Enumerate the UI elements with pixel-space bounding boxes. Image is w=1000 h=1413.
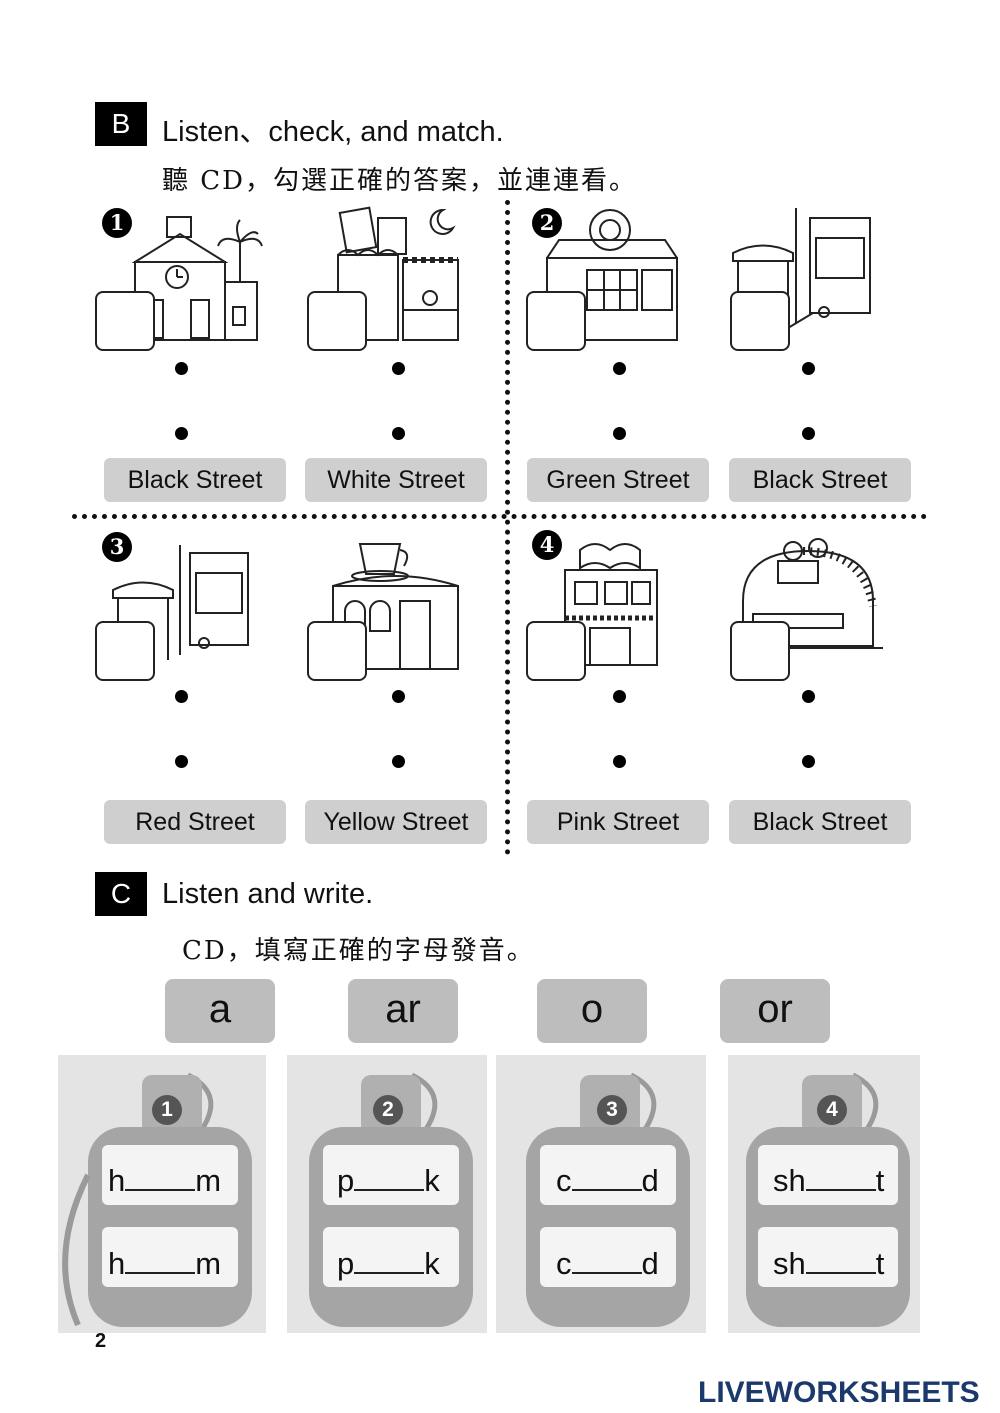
word-start: c — [556, 1246, 572, 1281]
group-2-option-2-bottom-dot[interactable] — [802, 427, 815, 440]
bottle-4-number: 4 — [817, 1095, 847, 1125]
cafe-picture — [332, 543, 459, 670]
section-b-title: Listen、check, and match. — [162, 116, 504, 148]
group-3-option-1-bottom-dot[interactable] — [175, 755, 188, 768]
group-3-option-2-bottom-dot[interactable] — [392, 755, 405, 768]
street-label: White Street — [305, 458, 487, 502]
group-4-option-2-checkbox[interactable] — [730, 621, 790, 681]
word-start: sh — [773, 1246, 806, 1281]
street-label: Black Street — [729, 458, 911, 502]
blank-field[interactable] — [571, 1163, 642, 1191]
section-c-subtitle: CD，填寫正確的字母發音。 — [182, 936, 535, 966]
street-label: Black Street — [104, 458, 286, 502]
group-1-option-1-checkbox[interactable] — [95, 291, 155, 351]
vertical-divider — [505, 200, 510, 855]
word-start: p — [337, 1163, 355, 1198]
bottle-1-number: 1 — [152, 1095, 182, 1125]
group-4-option-2-top-dot[interactable] — [802, 690, 815, 703]
blank-field[interactable] — [354, 1163, 425, 1191]
word-start: h — [108, 1246, 126, 1281]
night-market-picture — [337, 206, 459, 341]
group-3-option-1-top-dot[interactable] — [175, 690, 188, 703]
section-c-title: Listen and write. — [162, 878, 374, 910]
liveworksheets-logo: LIVEWORKSHEETS — [698, 1376, 980, 1409]
word-end: t — [875, 1163, 885, 1198]
horizontal-divider — [72, 514, 927, 519]
group-4-option-2-bottom-dot[interactable] — [802, 755, 815, 768]
group-1-option-1-bottom-dot[interactable] — [175, 427, 188, 440]
word-end: k — [424, 1163, 440, 1198]
phonics-box-a: a — [165, 979, 275, 1043]
phonics-box-o: o — [537, 979, 647, 1043]
group-1-option-2-top-dot[interactable] — [392, 362, 405, 375]
word-end: d — [641, 1163, 659, 1198]
group-3-option-2-checkbox[interactable] — [307, 621, 367, 681]
group-1-option-1-top-dot[interactable] — [175, 362, 188, 375]
bottle-3-picture — [496, 1055, 706, 1333]
group-3-option-2-top-dot[interactable] — [392, 690, 405, 703]
blank-field[interactable] — [571, 1246, 642, 1274]
word-start: p — [337, 1246, 355, 1281]
blank-field[interactable] — [125, 1246, 196, 1274]
word-end: t — [875, 1246, 885, 1281]
word-end: k — [424, 1246, 440, 1281]
group-1-option-2-checkbox[interactable] — [307, 291, 367, 351]
word-end: m — [195, 1246, 222, 1281]
word-end: m — [195, 1163, 222, 1198]
street-label: Yellow Street — [305, 800, 487, 844]
street-label: Green Street — [527, 458, 709, 502]
group-2-option-1-top-dot[interactable] — [613, 362, 626, 375]
group-4-option-1-bottom-dot[interactable] — [613, 755, 626, 768]
word-start: sh — [773, 1163, 806, 1198]
group-2-number: 2 — [532, 208, 562, 238]
group-4-number: 4 — [532, 530, 562, 560]
group-1-number: 1 — [102, 208, 132, 238]
phonics-box-or: or — [720, 979, 830, 1043]
phonics-box-ar: ar — [348, 979, 458, 1043]
group-2-option-2-checkbox[interactable] — [730, 291, 790, 351]
street-label: Pink Street — [527, 800, 709, 844]
bottle-4-word-row-2: sh t — [773, 1246, 884, 1282]
group-2-option-1-bottom-dot[interactable] — [613, 427, 626, 440]
group-3-option-1-checkbox[interactable] — [95, 621, 155, 681]
word-end: d — [641, 1246, 659, 1281]
word-start: h — [108, 1163, 126, 1198]
group-1-option-2-bottom-dot[interactable] — [392, 427, 405, 440]
blank-field[interactable] — [125, 1163, 196, 1191]
section-c-label: C — [95, 872, 147, 916]
group-3-number: 3 — [102, 532, 132, 562]
group-2-option-1-checkbox[interactable] — [526, 291, 586, 351]
bookstore-picture — [564, 543, 658, 666]
group-4-option-1-top-dot[interactable] — [613, 690, 626, 703]
section-b-subtitle: 聽 CD，勾選正確的答案，並連連看。 — [162, 166, 638, 196]
street-label: Black Street — [729, 800, 911, 844]
blank-field[interactable] — [805, 1246, 876, 1274]
group-4-option-1-checkbox[interactable] — [526, 621, 586, 681]
bottle-3-number: 3 — [597, 1095, 627, 1125]
page-number: 2 — [95, 1330, 107, 1352]
bottle-2-number: 2 — [373, 1095, 403, 1125]
bottle-1-picture — [58, 1055, 266, 1333]
blank-field[interactable] — [354, 1246, 425, 1274]
street-label: Red Street — [104, 800, 286, 844]
word-start: c — [556, 1163, 572, 1198]
bottle-4-word-row-1: sh t — [773, 1163, 884, 1199]
blank-field[interactable] — [805, 1163, 876, 1191]
section-b-label: B — [95, 102, 147, 146]
group-2-option-2-top-dot[interactable] — [802, 362, 815, 375]
